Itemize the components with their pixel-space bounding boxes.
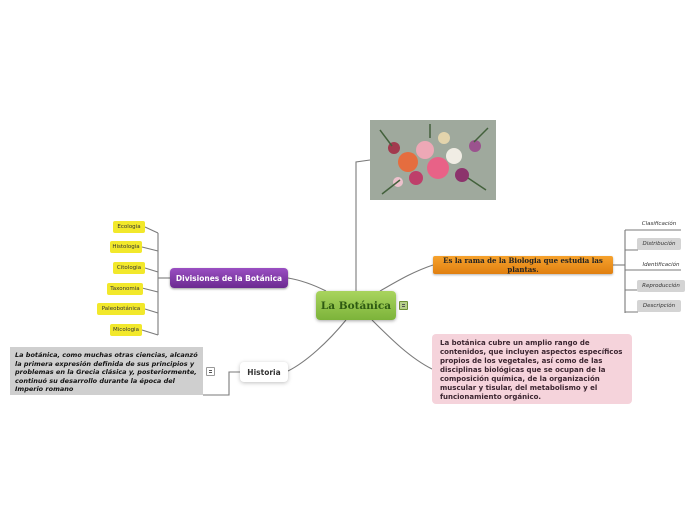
connector-photo bbox=[355, 159, 371, 291]
subtopic-label: Descripción bbox=[642, 303, 676, 309]
subtopic-paleobotanica[interactable]: Paleobotánica bbox=[97, 303, 145, 315]
connector-divisiones bbox=[287, 277, 327, 292]
connector-rama bbox=[379, 264, 434, 292]
topic-rama-label: Es la rama de la Biologia que estudia la… bbox=[443, 256, 603, 274]
flower-bouquet-image bbox=[370, 120, 496, 200]
connector-historia bbox=[287, 319, 347, 372]
topic-descripcion-text: La botánica cubre un amplio rango de con… bbox=[440, 339, 623, 401]
subtopic-descripcion[interactable]: Descripción bbox=[637, 300, 681, 312]
subtopic-label: Histologia bbox=[112, 244, 140, 250]
subtopic-ecologia[interactable]: Ecologia bbox=[113, 221, 145, 233]
subtopic-label: Paleobotánica bbox=[101, 306, 141, 312]
subtopic-histologia[interactable]: Histologia bbox=[110, 241, 142, 253]
subtopic-clasificacion[interactable]: Clasificación bbox=[637, 218, 681, 230]
subtopic-reproduccion[interactable]: Reproducción bbox=[637, 280, 685, 292]
subtopic-label: Taxonomia bbox=[110, 286, 140, 292]
bouquet-photo bbox=[370, 120, 496, 200]
connector-note bbox=[203, 371, 240, 396]
central-topic-label: La Botánica bbox=[320, 299, 392, 312]
subtopic-taxonomia[interactable]: Taxonomia bbox=[107, 283, 143, 295]
subtopic-citologia[interactable]: Citologia bbox=[113, 262, 145, 274]
subtopic-distribucion[interactable]: Distribución bbox=[637, 238, 681, 250]
topic-historia[interactable]: Historia bbox=[240, 362, 288, 382]
subtopic-label: Identificación bbox=[642, 262, 680, 268]
subtopic-micologia[interactable]: Micologia bbox=[110, 324, 142, 336]
notes-icon[interactable] bbox=[206, 367, 215, 376]
topic-divisiones-label: Divisiones de la Botánica bbox=[175, 273, 283, 283]
central-topic[interactable]: La Botánica bbox=[316, 291, 396, 320]
subtopic-identificacion[interactable]: Identificación bbox=[637, 259, 685, 271]
topic-historia-label: Historia bbox=[247, 367, 281, 377]
subtopic-label: Citologia bbox=[116, 265, 142, 271]
subtopic-label: Ecologia bbox=[117, 224, 141, 230]
subtopic-label: Distribución bbox=[642, 241, 676, 247]
subtopic-label: Reproducción bbox=[642, 283, 680, 289]
topic-divisiones[interactable]: Divisiones de la Botánica bbox=[170, 268, 288, 288]
topic-rama-biologia[interactable]: Es la rama de la Biologia que estudia la… bbox=[433, 256, 613, 274]
historia-note: La botánica, como muchas otras ciencias,… bbox=[10, 347, 203, 395]
subtopic-label: Clasificación bbox=[641, 221, 677, 227]
subtopic-label: Micologia bbox=[113, 327, 139, 333]
topic-descripcion[interactable]: La botánica cubre un amplio rango de con… bbox=[432, 334, 632, 404]
connector-descripcion bbox=[371, 319, 433, 370]
historia-note-text: La botánica, como muchas otras ciencias,… bbox=[15, 351, 198, 393]
notes-icon[interactable] bbox=[399, 301, 408, 310]
